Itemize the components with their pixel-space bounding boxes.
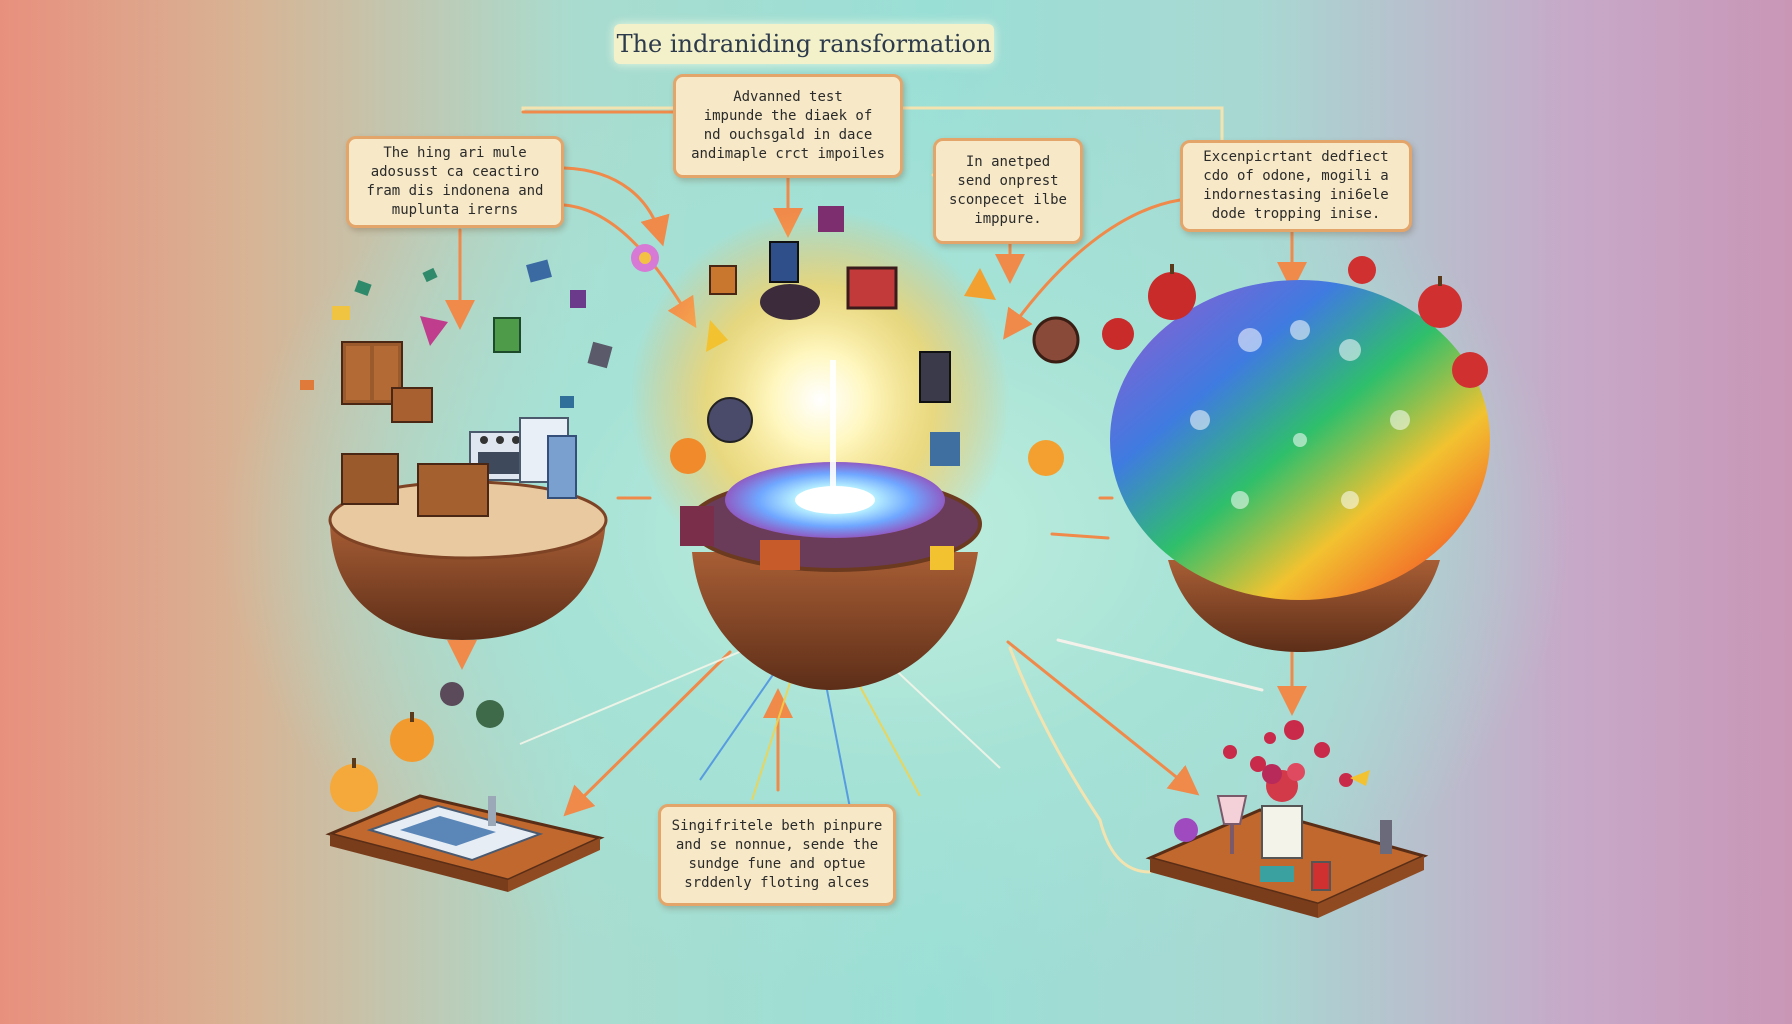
sink-table <box>325 682 605 892</box>
floating-objects <box>631 206 1080 570</box>
wine-glass-icon <box>1216 795 1248 854</box>
apple-icon <box>330 712 434 812</box>
flower-icon <box>1174 763 1305 842</box>
callout-note-top-right-center: In anetped send onprest sconpecet ilbe i… <box>933 138 1083 244</box>
callout-note-top-center: Advanned test impunde the diaek of nd ou… <box>673 74 903 178</box>
sink-icon <box>366 796 544 862</box>
diagram-title: The indraniding ransformation <box>614 24 994 64</box>
kitchen-bowl <box>300 259 613 640</box>
stove-icon <box>469 417 577 499</box>
transformation-bowl <box>630 206 1080 690</box>
apple-icon <box>1102 256 1488 388</box>
flower-table <box>1145 720 1429 918</box>
rainbow-bowl <box>1102 256 1490 652</box>
callout-note-top-left: The hing ari mule adosusst ca ceactiro f… <box>346 136 564 228</box>
callout-note-top-right: Excenpicrtant dedfiect cdo of odone, mog… <box>1180 140 1412 232</box>
cabinet-icon <box>341 341 433 423</box>
callout-note-bottom-center: Singifritele beth pinpure and se nonnue,… <box>658 804 896 906</box>
